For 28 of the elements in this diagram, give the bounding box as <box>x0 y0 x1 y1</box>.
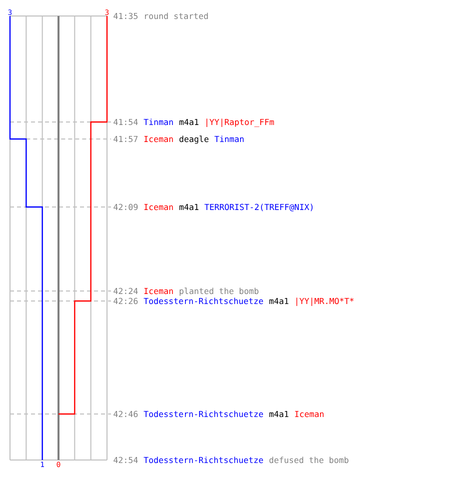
timestamp: 42:24 <box>114 288 138 294</box>
player-name: Todesstern-Richtschuetze <box>144 456 263 464</box>
weapon-name: m4a1 <box>269 410 288 418</box>
timestamp: 41:57 <box>114 136 138 142</box>
player-name: Todesstern-Richtschuetze <box>144 298 263 304</box>
timestamp: 42:54 <box>114 456 138 464</box>
timestamp: 42:46 <box>114 410 138 418</box>
weapon-name: m4a1 <box>179 204 198 210</box>
player-name: Todesstern-Richtschuetze <box>144 410 263 418</box>
event-text: defused the bomb <box>269 456 348 464</box>
event-text: planted the bomb <box>180 288 258 296</box>
weapon-name: deagle <box>179 136 208 144</box>
timestamp: 41:35 <box>114 12 138 20</box>
player-name: Iceman <box>144 204 173 210</box>
player-name: TERRORIST-2(TREFF@NIX) <box>204 204 313 212</box>
player-name: |YY|MR.MO*T* <box>296 298 354 306</box>
weapon-name: m4a1 <box>179 118 198 126</box>
player-name: Iceman <box>144 136 173 142</box>
player-name: Iceman <box>144 288 173 294</box>
weapon-name: m4a1 <box>269 298 288 304</box>
timestamp: 42:09 <box>114 204 138 210</box>
event-text: round started <box>145 12 208 20</box>
player-name: Iceman <box>295 410 324 418</box>
player-name: Tinman <box>214 136 244 142</box>
player-name: |YY|Raptor_FFm <box>206 118 274 127</box>
timestamp: 41:54 <box>114 118 138 126</box>
timestamp: 42:26 <box>114 298 138 304</box>
player-name: Tinman <box>144 118 173 126</box>
